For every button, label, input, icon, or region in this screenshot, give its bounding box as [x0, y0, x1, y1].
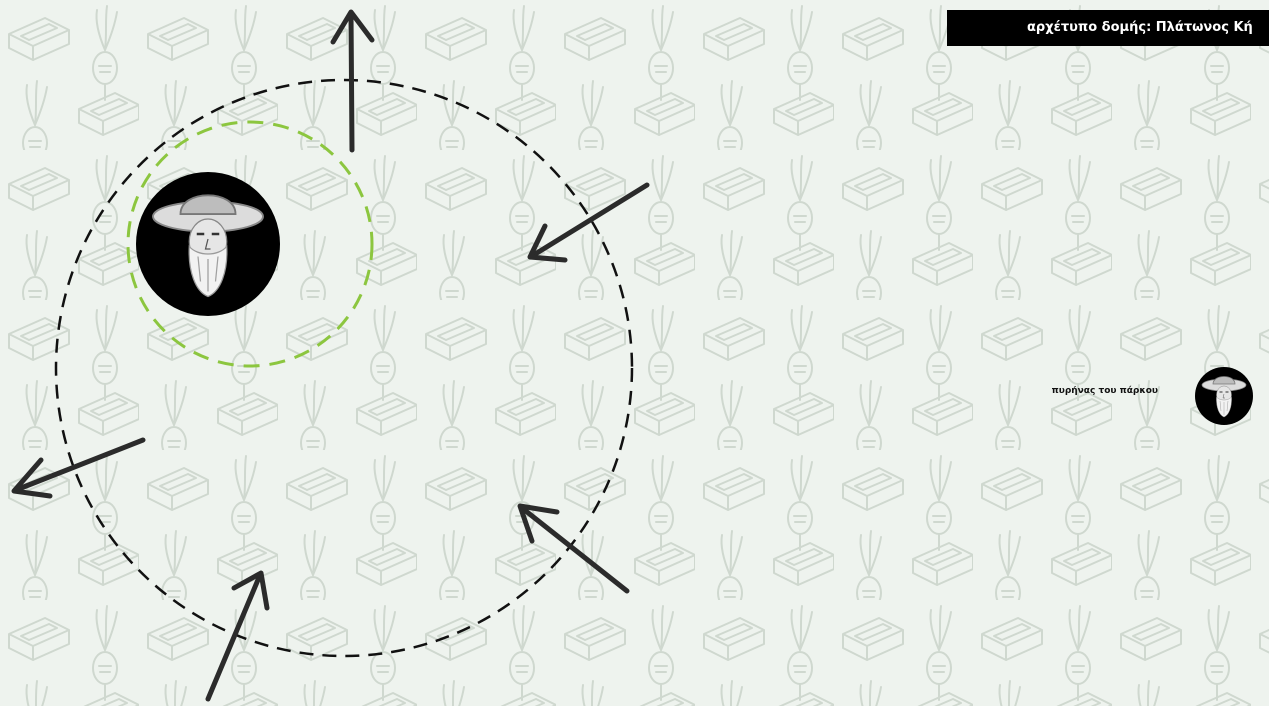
legend-core-label: πυρήνας του πάρκου [1000, 386, 1158, 396]
legend-core-icon [1195, 367, 1253, 425]
arrow-inward-lower-right [520, 506, 627, 591]
park-core-node [136, 172, 280, 316]
arrow-outward-left [14, 440, 143, 496]
arrow-inward-upper-right [530, 185, 647, 260]
page-title: αρχέτυπο δομής: Πλάτωνος Κή [947, 10, 1269, 46]
arrows [14, 12, 647, 699]
arrow-outward-top [333, 12, 372, 150]
